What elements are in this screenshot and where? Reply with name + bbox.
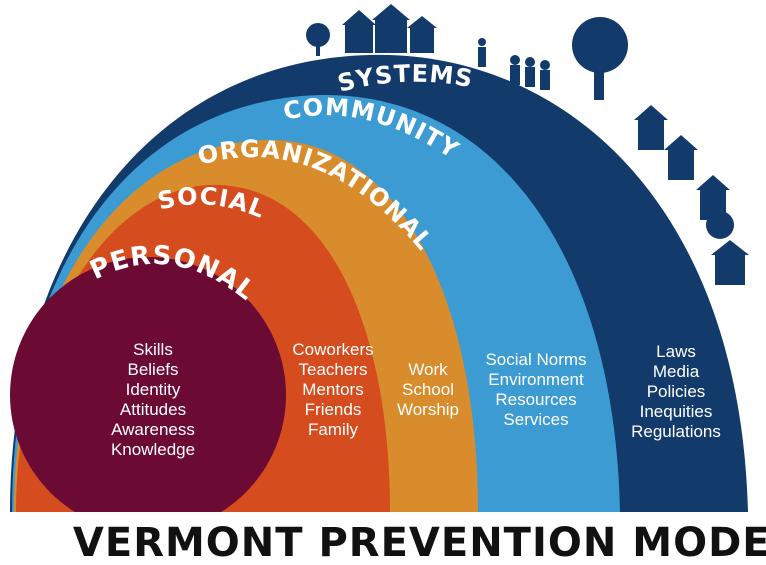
list-item: Work	[408, 360, 448, 379]
list-item: Friends	[305, 400, 362, 419]
list-item: Environment	[488, 370, 584, 389]
list-item: Regulations	[631, 422, 721, 441]
list-item: Beliefs	[127, 360, 178, 379]
walking-person-icon	[478, 38, 486, 67]
list-item: Coworkers	[292, 340, 373, 359]
personal-items: Skills Beliefs Identity Attitudes Awaren…	[111, 340, 195, 459]
list-item: School	[402, 380, 454, 399]
list-item: Family	[308, 420, 359, 439]
list-item: Services	[503, 410, 568, 429]
list-item: Teachers	[299, 360, 368, 379]
list-item: Attitudes	[120, 400, 186, 419]
list-item: Awareness	[111, 420, 195, 439]
list-item: Policies	[647, 382, 706, 401]
list-item: Identity	[126, 380, 181, 399]
community-items: Social Norms Environment Resources Servi…	[485, 350, 586, 429]
list-item: Inequities	[640, 402, 713, 421]
organizational-items: Work School Worship	[397, 360, 459, 419]
personal-circle	[10, 257, 286, 512]
list-item: Mentors	[302, 380, 363, 399]
tree-icon	[306, 17, 628, 100]
list-item: Media	[653, 362, 700, 381]
list-item: Worship	[397, 400, 459, 419]
list-item: Resources	[495, 390, 576, 409]
model-title: VERMONT PREVENTION MODEL	[73, 520, 766, 565]
school-icon	[634, 105, 749, 285]
people-icon	[510, 55, 550, 90]
social-items: Coworkers Teachers Mentors Friends Famil…	[292, 340, 373, 439]
list-item: Skills	[133, 340, 173, 359]
systems-items: Laws Media Policies Inequities Regulatio…	[631, 342, 721, 441]
houses-icon	[342, 4, 437, 53]
list-item: Social Norms	[485, 350, 586, 369]
list-item: Laws	[656, 342, 696, 361]
list-item: Knowledge	[111, 440, 195, 459]
